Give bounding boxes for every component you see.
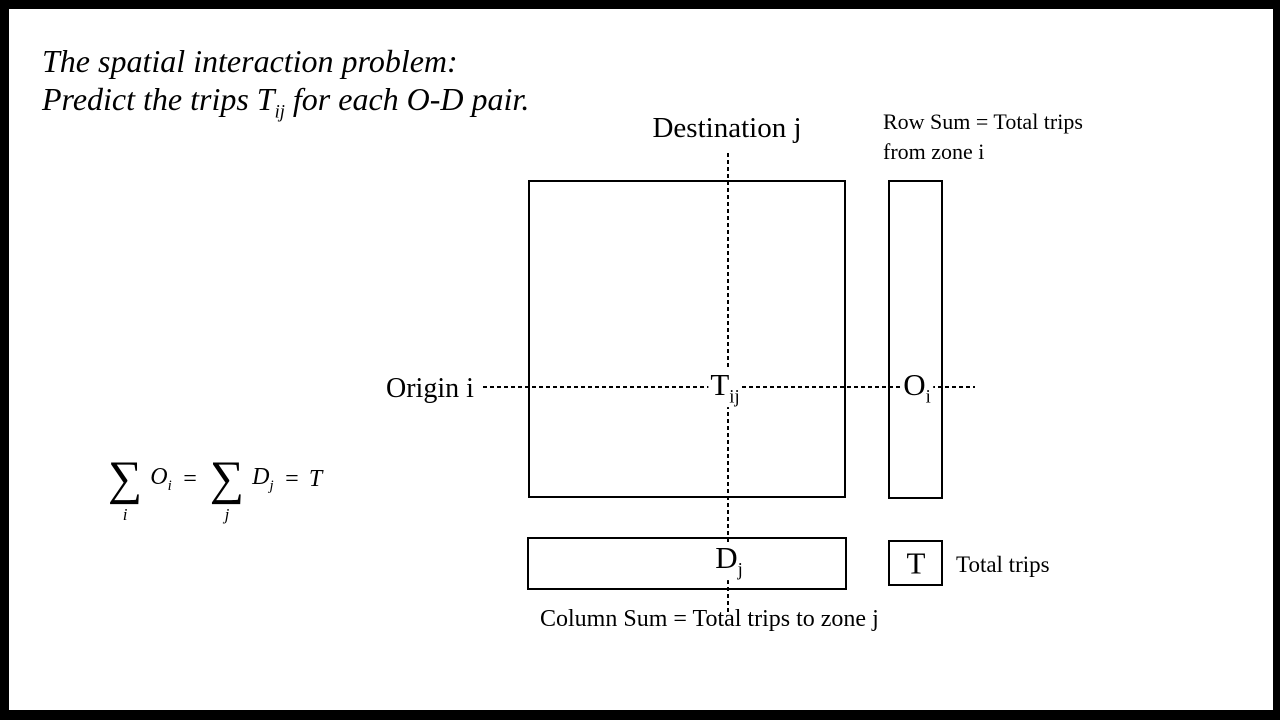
total-trips-box xyxy=(888,540,943,586)
term-oi-base: O xyxy=(150,463,168,490)
sigma-index-j: j xyxy=(224,505,230,524)
equals-sign-1: = xyxy=(181,465,198,492)
column-sum-cell-label: Dj xyxy=(713,542,745,580)
title-line2-text: Predict the trips T xyxy=(42,81,275,117)
formula-total-t: T xyxy=(308,465,323,492)
column-sums-box xyxy=(527,537,847,590)
slide-title-line1: The spatial interaction problem: xyxy=(42,43,458,79)
row-sum-note: Row Sum = Total trips from zone i xyxy=(883,107,1083,167)
column-sum-note: Column Sum = Total trips to zone j xyxy=(540,606,879,632)
row-sum-subscript: i xyxy=(925,386,931,408)
row-sum-note-line2: from zone i xyxy=(883,139,985,164)
sigma-index-i: i xyxy=(122,505,128,524)
matrix-cell-subscript: ij xyxy=(729,386,740,408)
total-trips-note: Total trips xyxy=(956,552,1050,577)
equals-sign-2: = xyxy=(283,465,300,492)
title-line2-suffix: for each O-D pair. xyxy=(284,81,530,117)
term-oi-subscript: i xyxy=(167,477,172,494)
matrix-cell-base: T xyxy=(710,367,730,403)
matrix-cell-label: Tij xyxy=(708,367,742,408)
formula-term-dj: Dj xyxy=(252,464,273,495)
summation-over-i: ∑ i xyxy=(108,452,143,524)
sigma-symbol: ∑ xyxy=(209,452,245,505)
formula-term-oi: Oi xyxy=(150,464,171,495)
row-sum-cell-label: Oi xyxy=(901,369,933,407)
column-sum-subscript: j xyxy=(737,559,743,581)
row-sum-note-line1: Row Sum = Total trips xyxy=(883,109,1083,134)
origin-axis-label: Origin i xyxy=(386,373,474,404)
title-line2-subscript: ij xyxy=(274,101,285,123)
column-sum-base: D xyxy=(715,540,738,576)
term-dj-base: D xyxy=(252,463,270,490)
sigma-symbol: ∑ xyxy=(108,452,143,505)
conservation-formula: ∑ i Oi = ∑ j Dj = T xyxy=(103,452,325,524)
slide-title-line2: Predict the trips Tij for each O-D pair. xyxy=(42,80,529,131)
term-dj-subscript: j xyxy=(269,477,274,494)
row-sums-box xyxy=(888,180,943,499)
total-cell-label: T xyxy=(906,545,926,581)
row-sum-base: O xyxy=(903,367,926,403)
od-matrix-box xyxy=(528,180,846,498)
slide-title: The spatial interaction problem: Predict… xyxy=(42,42,529,131)
destination-axis-label: Destination j xyxy=(652,112,802,144)
summation-over-j: ∑ j xyxy=(209,452,245,524)
